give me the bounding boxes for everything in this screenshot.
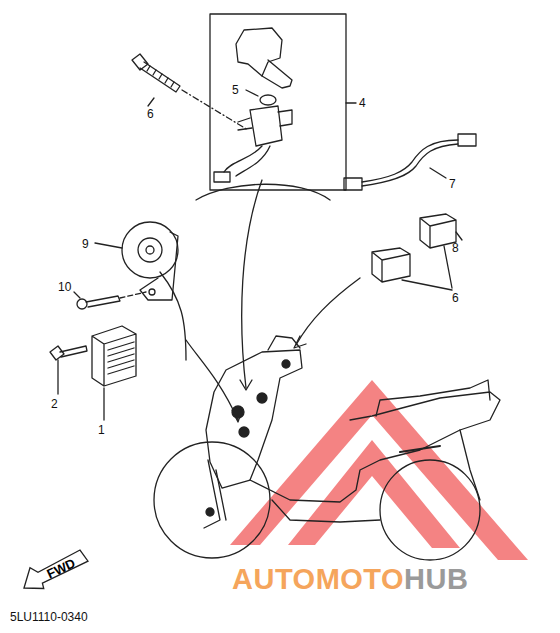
callout-number: 7 — [449, 178, 456, 190]
watermark-text: AUTOMOTO — [232, 565, 404, 594]
group-frame — [210, 14, 346, 190]
watermark-text: HUB — [404, 565, 468, 594]
callout-number: 1 — [98, 424, 105, 436]
arrow-text: FWD — [32, 549, 91, 587]
callout-number: 6 — [452, 292, 459, 304]
callout-number: 2 — [51, 398, 58, 410]
callout-number: 5 — [232, 84, 239, 96]
callout-number: 9 — [82, 238, 89, 250]
callout-number: 6 — [147, 108, 154, 120]
callout-number: 4 — [359, 97, 366, 109]
scooter-outline — [154, 336, 500, 560]
part-code: 5LU1110-0340 — [10, 611, 88, 623]
direction-arrow: FWD — [22, 548, 90, 592]
callout-number: 10 — [58, 281, 71, 293]
callout-number: 8 — [452, 242, 459, 254]
